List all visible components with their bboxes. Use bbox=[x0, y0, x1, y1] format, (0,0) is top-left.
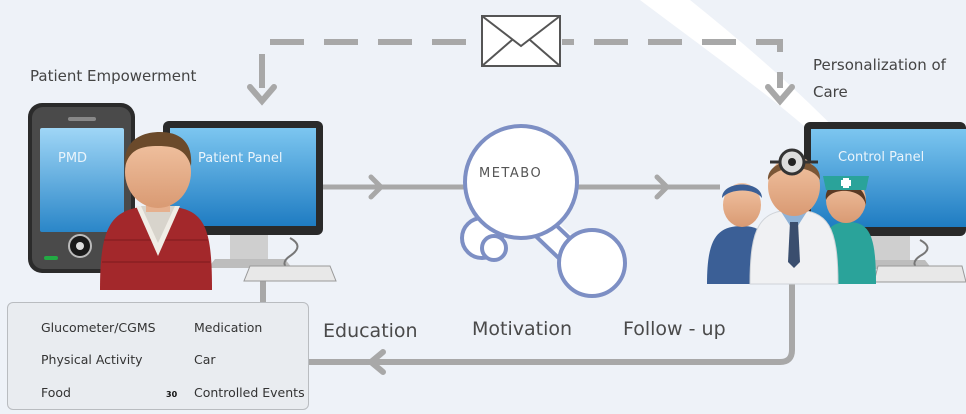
pmd-label: PMD bbox=[58, 151, 88, 166]
metabo-label: METABO bbox=[479, 166, 543, 181]
patient-monitor bbox=[163, 121, 337, 282]
personalization-label-line1: Personalization of bbox=[813, 56, 946, 74]
forward-flow bbox=[322, 174, 720, 200]
motivation-label: Motivation bbox=[472, 318, 573, 340]
metabo-magnifier bbox=[460, 124, 627, 298]
legend-controlled-events: Controlled Events bbox=[194, 385, 305, 400]
legend-food: Food bbox=[41, 385, 71, 400]
calendar-number: 30 bbox=[166, 390, 178, 399]
patient-panel-label: Patient Panel bbox=[198, 151, 283, 166]
pmd-phone bbox=[28, 103, 135, 273]
legend-medication: Medication bbox=[194, 320, 263, 335]
personalization-label-line2: Care bbox=[813, 83, 848, 101]
patient-figure bbox=[100, 132, 212, 290]
legend-glucometer: Glucometer/CGMS bbox=[41, 320, 156, 335]
envelope-icon bbox=[478, 14, 562, 68]
follow-up-label: Follow - up bbox=[623, 318, 726, 340]
legend-box bbox=[7, 302, 309, 410]
control-panel-label: Control Panel bbox=[838, 150, 925, 165]
medical-team-figure bbox=[707, 148, 876, 285]
background-swoosh bbox=[640, 0, 855, 150]
patient-empowerment-label: Patient Empowerment bbox=[30, 67, 197, 85]
dashed-feedback-loop bbox=[247, 39, 795, 106]
legend-physical-activity: Physical Activity bbox=[41, 352, 143, 367]
legend-car: Car bbox=[194, 352, 216, 367]
education-label: Education bbox=[323, 320, 418, 342]
